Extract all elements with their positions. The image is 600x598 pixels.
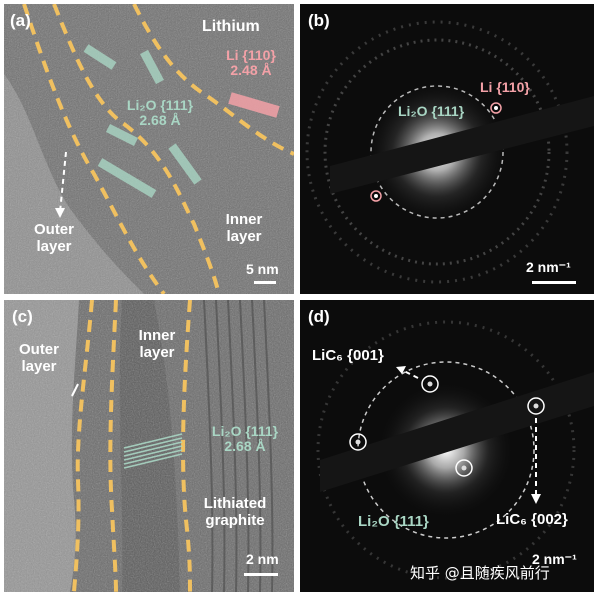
li-lattice-mark [228,92,280,118]
inner-layer-label-line1: Inner [225,211,263,228]
lithiated-graphite-label: Lithiated graphite [190,495,280,529]
panel-c-scale-bar [244,573,278,576]
outer-layer-label-line1: Outer [33,221,74,238]
panel-a-tem-image [4,4,294,294]
lic6-001-spot-circle [421,375,439,393]
inner-boundary-line [52,4,221,294]
li2o-label: Li₂O {111} 2.68 Å [200,423,290,455]
lic6-002-spot [533,403,539,409]
outer-layer-label-line2: layer [21,357,57,375]
watermark: 知乎 @且随疾风前行 [410,564,550,582]
lithiated-graphite-label-line1: Lithiated [203,495,267,512]
outer-layer-label: Outer layer [26,221,82,255]
beam-stop [320,372,594,492]
outer-boundary-line [72,300,94,592]
lic6-spot-circle-left [349,433,367,451]
panel-a: (a) Lithium Li {110} 2.48 Å Li₂O {111} 2… [4,4,294,294]
outer-layer-arrow [59,151,67,213]
outer-boundary-line [22,4,166,294]
li-110-spot [494,106,498,110]
panel-b-diffraction-pattern [300,4,594,294]
panel-a-label: (a) [10,11,31,30]
inner-boundary-line [108,300,118,592]
lithium-boundary-line [132,4,294,156]
graphite-boundary-line [181,300,192,592]
outer-layer-arrowhead [55,208,65,218]
li2o-label-line2: 2.68 Å [139,112,181,129]
outer-layer-label-line2: layer [36,237,72,255]
lic6-002-label: LiC₆ {002} [496,511,568,528]
li-110-spot-2 [374,194,378,198]
inner-layer-label-line2: layer [139,343,175,361]
middle-ring [323,38,551,266]
li2o111-ring-label: Li₂O {111} [358,513,429,530]
lic6-001-arrow [401,369,419,379]
li2o-111-ring [357,361,535,539]
inner-layer-label-line1: Inner [138,327,176,344]
panel-d: (d) LiC₆ {001} Li₂O {111} LiC₆ {002} 2 n… [300,300,594,592]
graphite-fringes [203,300,274,592]
panel-b-label: (b) [308,11,330,30]
panel-a-scale-text: 5 nm [246,261,279,277]
lithium-label: Lithium [202,18,260,35]
lic6-spot-left [355,439,361,445]
panel-b-scale-text: 2 nm⁻¹ [526,259,571,275]
panel-d-scale-text: 2 nm⁻¹ [532,551,577,567]
li2o-label-line1: Li₂O {111} [211,423,279,439]
li-110-spot-circle [490,102,502,114]
outer-layer-label-line1: Outer [18,341,59,358]
lithiated-graphite-label-line2: graphite [205,511,265,529]
lic6-spot-circle-lower [455,459,473,477]
li2o-label-line1: Li₂O {111} [126,97,194,113]
lic6-spot-lower [461,465,467,471]
beam-stop [330,96,594,194]
lic6-001-spot [427,381,433,387]
li110-label-line1: Li {110} [226,47,276,63]
li2o-label-line2: 2.68 Å [224,438,266,455]
panel-a-scale-bar [254,281,276,284]
lic6-002-arrowhead [531,494,541,504]
panel-d-label: (d) [308,307,330,326]
inner-layer-label: Inner layer [128,327,186,361]
outer-layer-label: Outer layer [10,341,68,375]
li110-ring-label: Li {110} [480,79,530,95]
li110-label: Li {110} 2.48 Å [216,47,286,79]
li110-label-line2: 2.48 Å [230,62,272,79]
inner-layer-label: Inner layer [216,211,272,245]
panel-d-diffraction-pattern [300,300,594,592]
panel-c-scale-text: 2 nm [246,551,279,567]
li2o-lattice-fringes [123,433,183,469]
inner-layer-label-line2: layer [226,227,262,245]
lic6-002-spot-circle [527,397,545,415]
panel-b: (b) Li {110} Li₂O {111} 2 nm⁻¹ [300,4,594,294]
outer-ring [305,20,569,284]
li2o-lattice-marks [83,44,202,198]
outer-layer-pointer [71,383,79,397]
panel-c-tem-image [4,300,294,592]
outer-ring [316,320,576,580]
li2o-label: Li₂O {111} 2.68 Å [110,97,210,129]
panel-c-label: (c) [12,307,33,326]
panel-b-scale-bar [532,281,576,284]
li2o111-ring-label: Li₂O {111} [398,103,465,119]
panel-c: (c) Outer layer Inner layer Li₂O {111} 2… [4,300,294,592]
lic6-001-label: LiC₆ {001} [312,347,384,364]
lic6-001-arrowhead [396,366,406,374]
li-110-spot-circle-2 [370,190,382,202]
